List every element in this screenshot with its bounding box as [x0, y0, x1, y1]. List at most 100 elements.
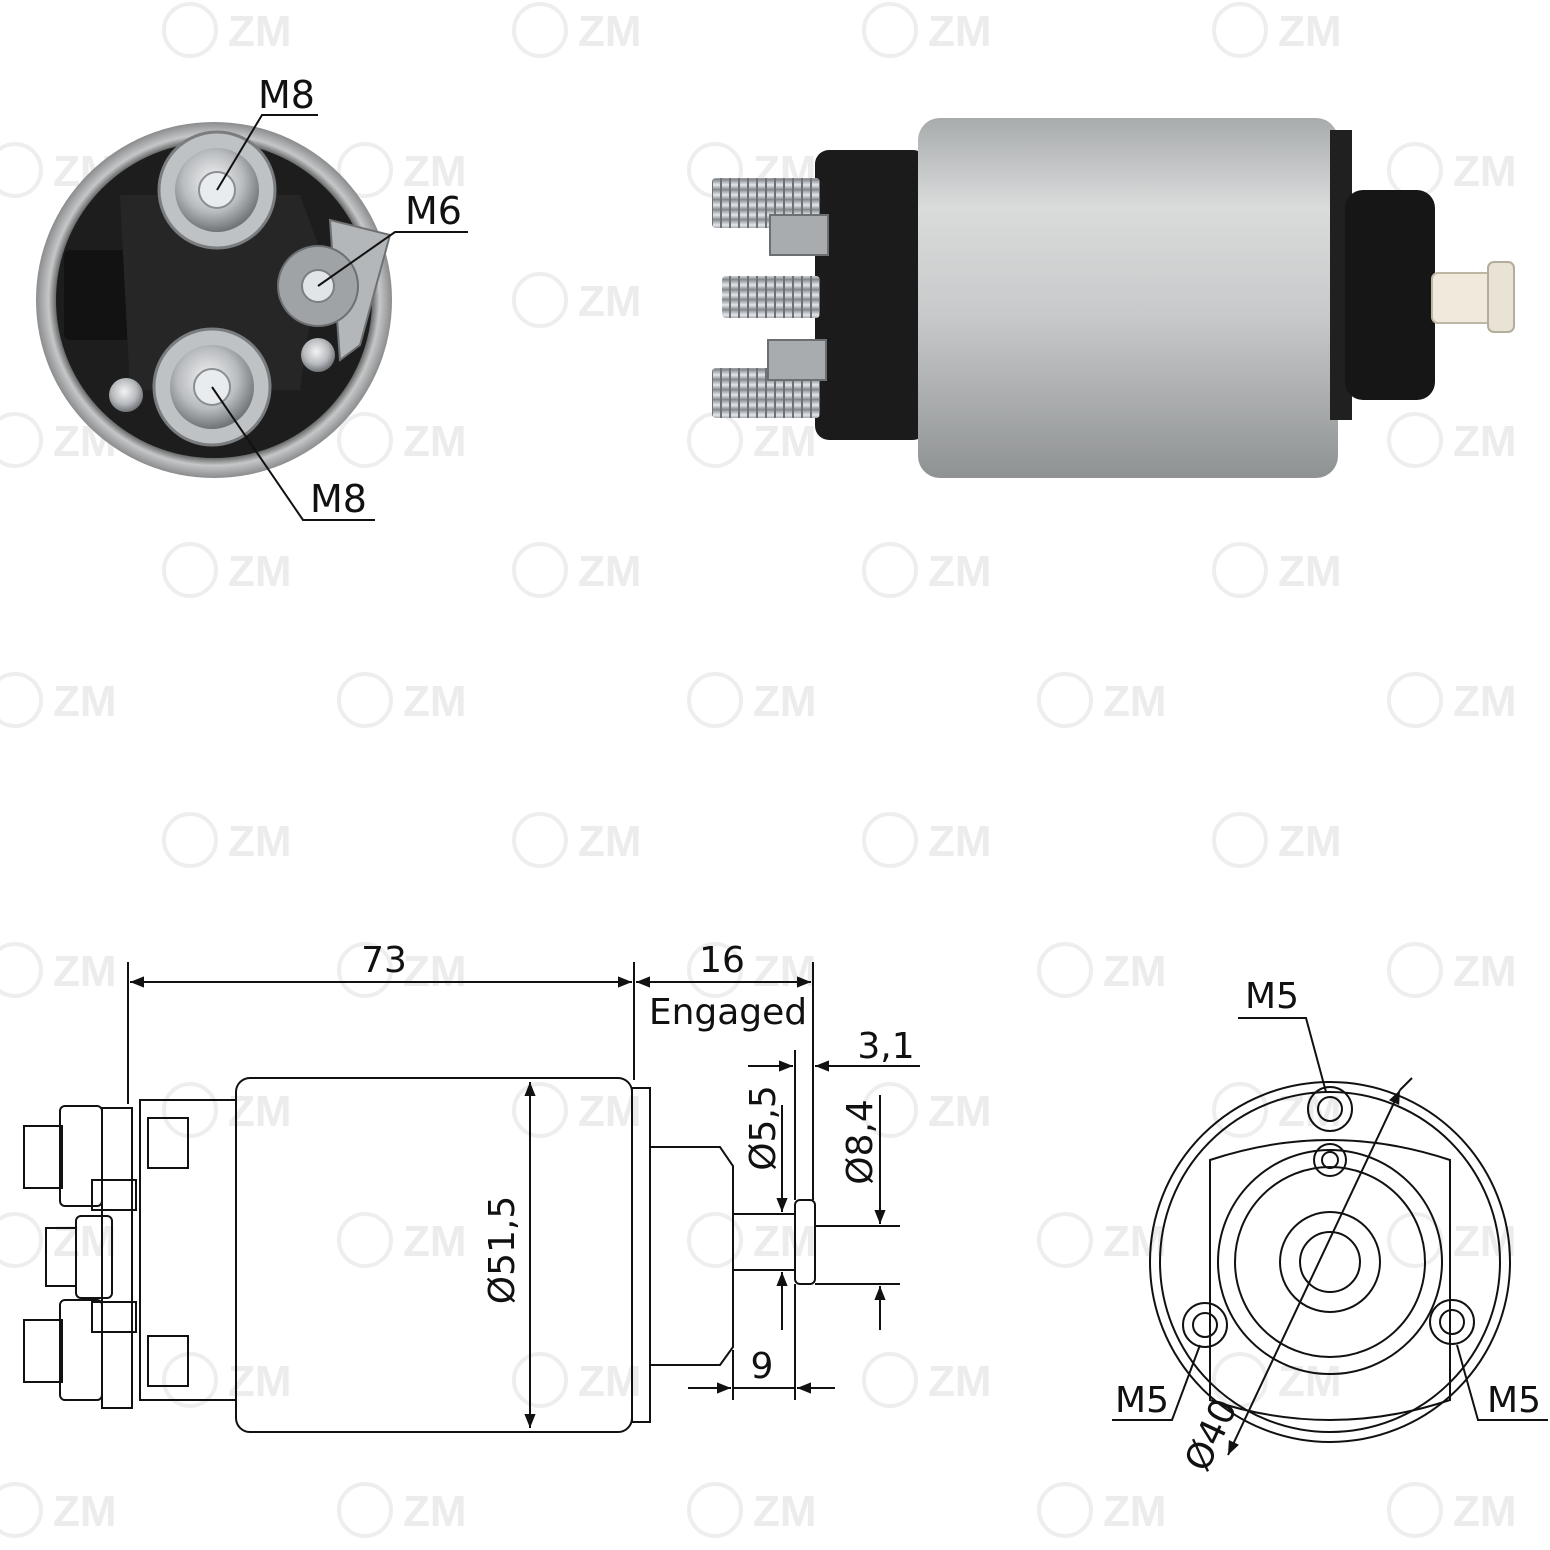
- leader-m8-bottom: [211, 386, 375, 521]
- watermark-mark: ZM: [862, 1082, 992, 1138]
- svg-text:ZM: ZM: [928, 547, 992, 596]
- svg-text:ZM: ZM: [53, 947, 117, 996]
- svg-text:ZM: ZM: [578, 1357, 642, 1406]
- dim-label-3-1: 3,1: [857, 1026, 914, 1067]
- rear-housing: [1345, 190, 1435, 400]
- watermark-mark: ZM: [1387, 1212, 1517, 1268]
- svg-text:ZM: ZM: [1453, 947, 1517, 996]
- watermark-mark: ZM: [862, 812, 992, 868]
- dim-label-9: 9: [751, 1346, 774, 1387]
- watermark-mark: ZM: [1387, 1482, 1517, 1538]
- svg-text:ZM: ZM: [1103, 677, 1167, 726]
- drawing-side-labels: 73 16 Engaged 3,1 Ø5,5 Ø8,4 Ø51,5 9: [361, 940, 915, 1387]
- watermark-mark: ZM: [1037, 1482, 1167, 1538]
- svg-text:ZM: ZM: [403, 1487, 467, 1536]
- svg-text:ZM: ZM: [228, 7, 292, 56]
- svg-text:ZM: ZM: [578, 547, 642, 596]
- stud-middle: [722, 276, 820, 318]
- dim-label-73: 73: [361, 940, 407, 981]
- watermark-layer: ZM ZM ZM ZM ZM ZM ZM ZM ZM ZM ZM ZM ZM ZM ZM ZM ZM ZM ZM ZM…: [0, 2, 1517, 1538]
- cap-face: [101, 1107, 133, 1409]
- svg-text:ZM: ZM: [403, 417, 467, 466]
- svg-text:ZM: ZM: [1278, 7, 1342, 56]
- watermark-mark: ZM: [862, 2, 992, 58]
- photo-side-view: [712, 118, 1515, 478]
- svg-text:ZM: ZM: [228, 1357, 292, 1406]
- photo-terminal-end: M8 M6 M8: [36, 73, 468, 521]
- svg-text:ZM: ZM: [228, 817, 292, 866]
- watermark-mark: ZM: [0, 1482, 117, 1538]
- watermark-mark: ZM: [1387, 412, 1517, 468]
- hole-right-ring: [1429, 1299, 1475, 1345]
- end-flange: [631, 1087, 651, 1423]
- watermark-mark: ZM: [1037, 672, 1167, 728]
- spade-top: [769, 214, 829, 256]
- watermark-mark: ZM: [512, 812, 642, 868]
- watermark-mark: ZM: [1387, 142, 1517, 198]
- stud-top-draw: [23, 1125, 63, 1189]
- cap-tab-top: [147, 1117, 189, 1169]
- leader-m6: [317, 231, 468, 287]
- pin-top: [1321, 1151, 1339, 1169]
- plunger-head: [1487, 261, 1515, 333]
- watermark-mark: ZM: [337, 942, 467, 998]
- leader-m5-top: [1238, 1017, 1327, 1093]
- boss-outer: [1217, 1149, 1443, 1375]
- svg-text:ZM: ZM: [928, 7, 992, 56]
- watermark-mark: ZM: [1037, 942, 1167, 998]
- drawing-side: [23, 962, 920, 1433]
- terminal-cap-side: [815, 150, 927, 440]
- watermark-mark: ZM: [862, 1352, 992, 1408]
- svg-text:ZM: ZM: [228, 1087, 292, 1136]
- label-m8-bottom: M8: [310, 477, 367, 521]
- svg-text:ZM: ZM: [403, 947, 467, 996]
- spade-bottom-draw: [91, 1301, 137, 1333]
- watermark-mark: ZM: [337, 1212, 467, 1268]
- dim-label-51-5: Ø51,5: [482, 1196, 523, 1305]
- svg-text:ZM: ZM: [228, 547, 292, 596]
- watermark-mark: ZM: [1212, 542, 1342, 598]
- svg-text:ZM: ZM: [753, 947, 817, 996]
- svg-text:ZM: ZM: [1453, 677, 1517, 726]
- spade-top-draw: [91, 1179, 137, 1211]
- watermark-mark: ZM: [1387, 672, 1517, 728]
- svg-text:ZM: ZM: [578, 7, 642, 56]
- svg-text:ZM: ZM: [1103, 1487, 1167, 1536]
- nose: [650, 1146, 734, 1366]
- watermark-mark: ZM: [512, 1082, 642, 1138]
- dim-label-8-4: Ø8,4: [840, 1099, 881, 1185]
- watermark-mark: ZM: [162, 812, 292, 868]
- svg-text:ZM: ZM: [928, 1087, 992, 1136]
- svg-text:ZM: ZM: [1278, 1357, 1342, 1406]
- watermark-mark: ZM: [687, 412, 817, 468]
- watermark-mark: ZM: [1212, 2, 1342, 58]
- svg-text:ZM: ZM: [928, 1357, 992, 1406]
- watermark-mark: ZM: [162, 542, 292, 598]
- dim-label-16: 16: [699, 940, 745, 981]
- svg-text:ZM: ZM: [1103, 947, 1167, 996]
- nut-top-draw: [59, 1105, 103, 1207]
- svg-text:ZM: ZM: [1453, 417, 1517, 466]
- label-m6: M6: [405, 189, 462, 233]
- silver-body: [918, 118, 1338, 478]
- cap-boss: [120, 195, 320, 390]
- dim-40-ext: [1399, 1077, 1413, 1091]
- label-m5-left: M5: [1115, 1380, 1169, 1421]
- watermark-mark: ZM: [337, 412, 467, 468]
- svg-text:ZM: ZM: [403, 1217, 467, 1266]
- watermark-mark: ZM: [162, 2, 292, 58]
- svg-text:ZM: ZM: [1453, 1487, 1517, 1536]
- watermark-mark: ZM: [162, 1352, 292, 1408]
- svg-text:ZM: ZM: [403, 147, 467, 196]
- boss-inner: [1279, 1211, 1381, 1313]
- label-m5-right: M5: [1487, 1380, 1541, 1421]
- svg-text:ZM: ZM: [578, 1087, 642, 1136]
- cap-recess: [64, 250, 130, 340]
- watermark-mark: ZM: [687, 942, 817, 998]
- svg-text:ZM: ZM: [578, 817, 642, 866]
- watermark-mark: ZM: [337, 142, 467, 198]
- watermark-mark: ZM: [1037, 1212, 1167, 1268]
- stud-bottom-draw: [23, 1319, 63, 1383]
- plunger: [1431, 272, 1493, 324]
- label-dia-40: Ø40: [1177, 1393, 1245, 1478]
